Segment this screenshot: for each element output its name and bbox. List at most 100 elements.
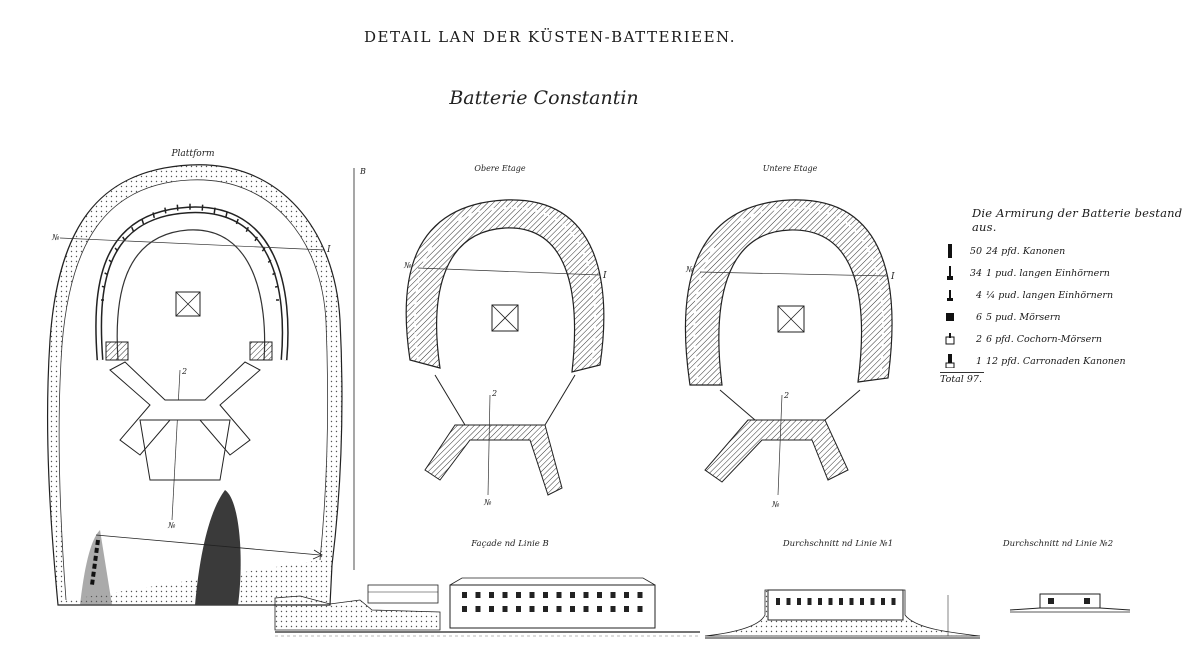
legend-rows: 50 24 pfd. Kanonen 34 1 pud. langen Einh… — [940, 240, 1190, 372]
causeway-line — [95, 534, 321, 556]
platform-marker-bottom: № — [167, 521, 176, 530]
legend-desc: 12 pfd. Carronaden Kanonen — [986, 355, 1126, 367]
section-line-1 — [59, 237, 326, 251]
facade-window — [543, 606, 548, 612]
facade-window — [462, 606, 467, 612]
gun-mark — [213, 207, 216, 214]
unicorn-long-1pud-icon — [940, 266, 960, 280]
facade-window — [570, 592, 575, 598]
facade-window — [529, 592, 535, 598]
legend-desc: 6 pfd. Cochorn-Mörsern — [986, 333, 1102, 345]
lower-casemate-ring — [684, 199, 893, 386]
gun-mark — [114, 247, 119, 252]
legend-qty: 50 — [969, 245, 982, 257]
coast-inner-edge — [58, 179, 328, 601]
upper-floor-plan: Obere Etage № I 2 № — [403, 164, 607, 507]
mortar-5pud-icon — [940, 312, 960, 322]
gun-mark — [267, 259, 272, 264]
section-opening — [881, 598, 885, 605]
facade-window — [489, 592, 494, 598]
section-opening — [776, 598, 780, 605]
legend-row: 6 5 pud. Mörsern — [940, 306, 1190, 328]
facade-window — [516, 592, 521, 598]
legend-row: 2 6 pfd. Cochorn-Mörsern — [940, 328, 1190, 350]
lower-marker-bottom: № — [771, 500, 780, 509]
parapet-inner — [96, 207, 288, 361]
gun-mark — [164, 207, 167, 214]
facade-window — [624, 606, 629, 612]
section-opening — [797, 598, 801, 605]
section-opening — [786, 598, 791, 605]
dark-rock-mass — [195, 490, 241, 605]
platform-label: Plattform — [170, 149, 214, 159]
gun-mark — [245, 226, 249, 233]
platform-marker-2: 2 — [181, 367, 187, 376]
lower-marker-2: 2 — [783, 391, 789, 400]
cannon-24pdr-icon — [940, 244, 960, 258]
section-opening — [849, 598, 854, 605]
legend-desc: ¼ pud. langen Einhörnern — [986, 289, 1114, 301]
facade-window — [610, 592, 616, 598]
gun-mark — [254, 236, 258, 242]
platform-plan: Plattform № I 2 № — [46, 149, 343, 606]
section2-label: Durchschnitt nd Linie №2 — [1002, 539, 1113, 549]
upper-marker-no: № — [403, 261, 412, 270]
upper-magazine — [491, 304, 519, 332]
facade-elevation — [274, 577, 700, 637]
section-opening — [807, 598, 812, 605]
section-opening — [870, 598, 875, 605]
section-1-drawing — [704, 589, 981, 639]
gun-mark — [104, 272, 108, 276]
legend-row: 4 ¼ pud. langen Einhörnern — [940, 284, 1190, 306]
west-casemate-block — [105, 341, 129, 361]
lower-marker-1: I — [890, 272, 895, 282]
facade-window — [637, 606, 643, 612]
terreplein-edge — [116, 229, 266, 361]
section-line-2 — [171, 369, 181, 521]
unicorn-long-quarter-pud-icon — [940, 288, 960, 302]
legend-qty: 6 — [975, 311, 982, 323]
facade-label: Façade nd Linie B — [470, 539, 549, 549]
platform-marker-1: I — [326, 245, 331, 255]
section-opening — [839, 598, 843, 605]
section-opening — [828, 598, 833, 605]
gun-mark — [224, 212, 228, 219]
facade-window — [475, 592, 481, 598]
legend-desc: 5 pud. Mörsern — [986, 311, 1061, 323]
facade-window — [556, 606, 562, 612]
lower-marker-no: № — [685, 265, 694, 274]
upper-embrasures — [414, 206, 597, 364]
legend-total: Total 97. — [940, 372, 984, 385]
facade-window — [556, 592, 562, 598]
battery-name: Batterie Constantin — [448, 87, 638, 109]
section-opening — [860, 598, 864, 605]
lower-floor-label: Untere Etage — [763, 164, 818, 173]
gun-mark — [272, 272, 276, 276]
platform-marker-no: № — [51, 233, 60, 242]
section-opening — [891, 598, 896, 605]
gun-mark — [261, 247, 266, 252]
gun-mark — [235, 218, 239, 225]
facade-windows — [462, 592, 643, 612]
facade-window — [502, 592, 508, 598]
gorge-court — [139, 419, 231, 481]
section1-label: Durchschnitt nd Linie №1 — [782, 539, 893, 549]
facade-window — [475, 606, 481, 612]
legend-desc: 1 pud. langen Einhörnern — [986, 267, 1110, 279]
facade-window — [583, 592, 589, 598]
gorge-works — [109, 361, 261, 456]
gun-mark — [131, 226, 135, 233]
gun-mark — [108, 259, 113, 264]
legend-desc: 24 pfd. Kanonen — [986, 245, 1066, 257]
carronade-icon — [940, 354, 960, 368]
facade-window — [529, 606, 535, 612]
gun-mark — [141, 218, 145, 225]
legend-row: 50 24 pfd. Kanonen — [940, 240, 1190, 262]
facade-window — [597, 592, 602, 598]
east-casemate-block — [249, 341, 273, 361]
legend-row: 1 12 pfd. Carronaden Kanonen — [940, 350, 1190, 372]
gun-mark — [101, 285, 106, 288]
section1-openings — [776, 598, 896, 605]
facade-window — [502, 606, 508, 612]
lower-embrasures — [693, 206, 885, 383]
